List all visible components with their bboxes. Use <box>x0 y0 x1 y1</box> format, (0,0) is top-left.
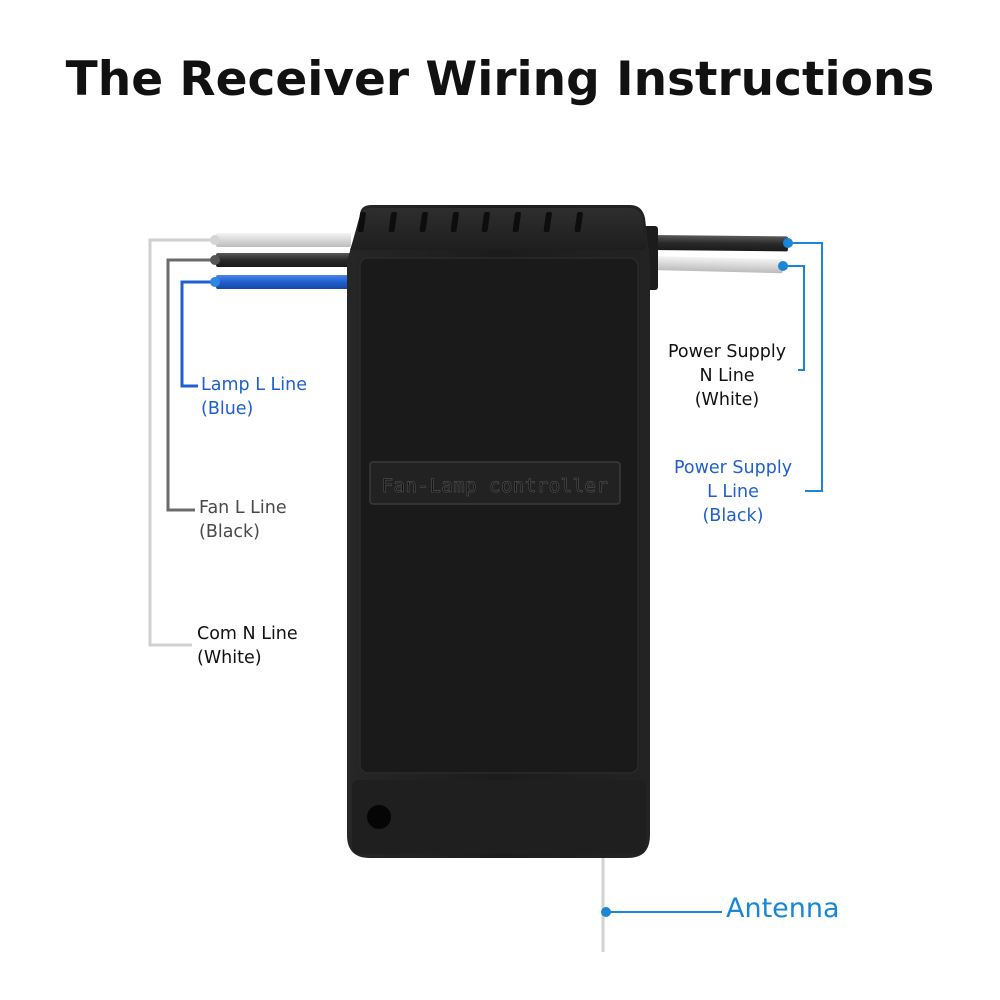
power-l-line2: L Line <box>707 482 759 502</box>
power-l-leader <box>788 242 823 492</box>
com-n-wire <box>216 233 351 247</box>
lamp-l-line-color: (Blue) <box>201 399 254 419</box>
power-n-line2: N Line <box>699 366 755 386</box>
page-title: The Receiver Wiring Instructions <box>65 52 935 107</box>
power-l-line1: Power Supply <box>673 458 793 478</box>
fan-l-line-label: Fan L Line (Black) <box>199 496 287 544</box>
com-n-line-name: Com N Line <box>197 624 298 644</box>
label-plate <box>369 461 621 505</box>
power-l-wire <box>649 235 789 252</box>
power-supply-l-line-label: Power Supply L Line (Black) <box>656 456 810 528</box>
device-bottom-step <box>352 780 646 854</box>
fan-l-line-name: Fan L Line <box>199 498 287 518</box>
power-n-line1: Power Supply <box>667 342 787 362</box>
power-l-dot <box>783 238 793 248</box>
fan-l-line-color: (Black) <box>199 522 261 542</box>
lamp-l-wire <box>216 275 351 289</box>
device-label: Fan-Lamp controller <box>382 475 609 497</box>
com-n-dot <box>210 235 220 245</box>
fan-l-leader <box>166 258 215 512</box>
mounting-hole <box>367 805 391 829</box>
power-l-line3: (Black) <box>702 506 764 526</box>
fan-l-wire <box>216 253 351 267</box>
com-n-line-color: (White) <box>197 648 262 668</box>
lamp-l-dot <box>210 277 220 287</box>
com-n-leader <box>148 238 215 647</box>
antenna-label: Antenna <box>726 893 840 924</box>
antenna-dot <box>601 907 611 917</box>
power-n-dot <box>778 261 788 271</box>
power-n-leader <box>783 265 805 371</box>
receiver-device: Fan-Lamp controller <box>347 205 650 858</box>
power-n-wire <box>649 256 784 274</box>
lamp-l-leader <box>180 280 215 388</box>
com-n-line-label: Com N Line (White) <box>197 622 298 670</box>
device-face <box>359 257 639 774</box>
lamp-l-line-name: Lamp L Line <box>201 375 307 395</box>
power-n-line3: (White) <box>694 390 760 410</box>
power-supply-n-line-label: Power Supply N Line (White) <box>650 340 804 412</box>
lamp-l-line-label: Lamp L Line (Blue) <box>201 373 307 421</box>
fan-l-dot <box>210 255 220 265</box>
vent-slots <box>357 212 583 232</box>
